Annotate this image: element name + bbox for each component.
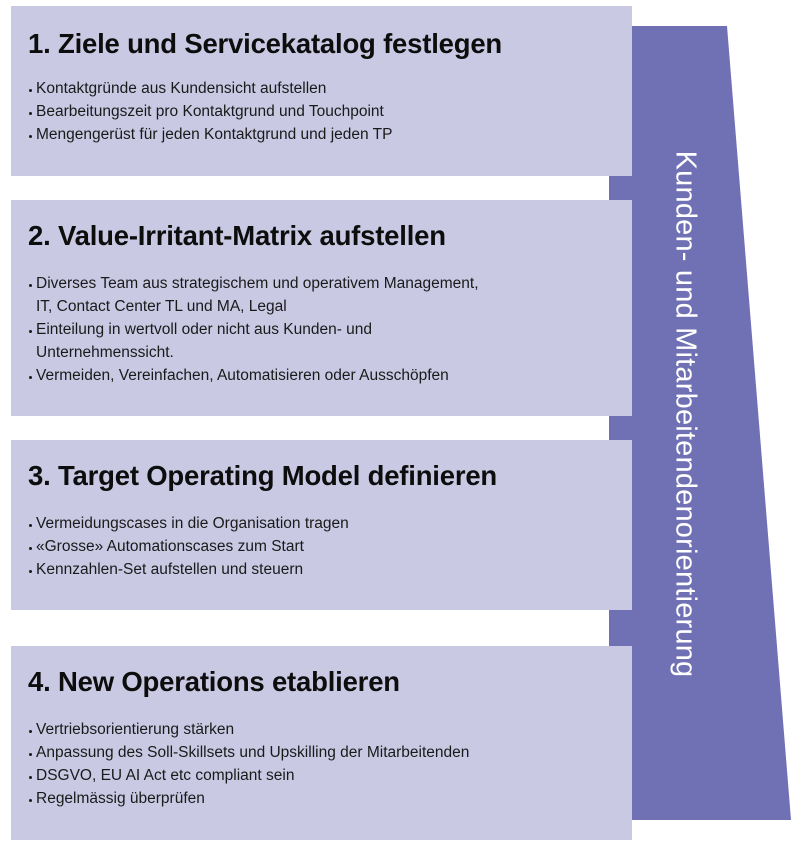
band-connector-3-4 [609,610,639,646]
step-4-bullets: Vertriebsorientierung stärken Anpassung … [28,718,632,810]
bullet-line: Einteilung in wertvoll oder nicht aus Ku… [36,321,373,338]
bullet-line: Vermeiden, Vereinfachen, Automatisieren … [36,367,449,384]
step-3-bullets: Vermeidungscases in die Organisation tra… [28,512,632,581]
step-1-box: 1. Ziele und Servicekatalog festlegen Ko… [11,6,632,176]
bullet-item: Kennzahlen-Set aufstellen und steuern [28,558,632,581]
step-2-bullets: Diverses Team aus strategischem und oper… [28,272,632,387]
step-2-box: 2. Value-Irritant-Matrix aufstellen Dive… [11,200,632,416]
step-2-title: 2. Value-Irritant-Matrix aufstellen [28,220,446,251]
bullet-item: «Grosse» Automationscases zum Start [28,535,632,558]
step-4-title: 4. New Operations etablieren [28,666,400,697]
bullet-line: Diverses Team aus strategischem und oper… [36,275,479,292]
step-4-box: 4. New Operations etablieren Vertriebsor… [11,646,632,840]
bullet-item: Vermeiden, Vereinfachen, Automatisieren … [28,364,632,387]
band-trapezoid [632,26,791,820]
bullet-item: Kontaktgründe aus Kundensicht aufstellen [28,77,632,100]
step-1-bullets: Kontaktgründe aus Kundensicht aufstellen… [28,77,632,146]
bullet-item: Anpassung des Soll-Skillsets und Upskill… [28,741,632,764]
bullet-line: IT, Contact Center TL und MA, Legal [36,298,287,315]
bullet-item: Vermeidungscases in die Organisation tra… [28,512,632,535]
bullet-item: Bearbeitungszeit pro Kontaktgrund und To… [28,100,632,123]
step-3-box: 3. Target Operating Model definieren Ver… [11,440,632,610]
band-connector-1-2 [609,176,639,200]
bullet-item: Diverses Team aus strategischem und oper… [28,272,632,318]
bullet-item: Mengengerüst für jeden Kontaktgrund und … [28,123,632,146]
bullet-item: Regelmässig überprüfen [28,787,632,810]
step-1-title: 1. Ziele und Servicekatalog festlegen [28,28,503,59]
bullet-item: DSGVO, EU AI Act etc compliant sein [28,764,632,787]
step-3-title: 3. Target Operating Model definieren [28,460,498,491]
bullet-line: Unternehmenssicht. [36,344,174,361]
bullet-item: Vertriebsorientierung stärken [28,718,632,741]
band-connector-2-3 [609,416,639,440]
side-band-label: Kunden- und Mitarbeitendenorientierung [669,150,702,678]
bullet-item: Einteilung in wertvoll oder nicht aus Ku… [28,318,632,364]
